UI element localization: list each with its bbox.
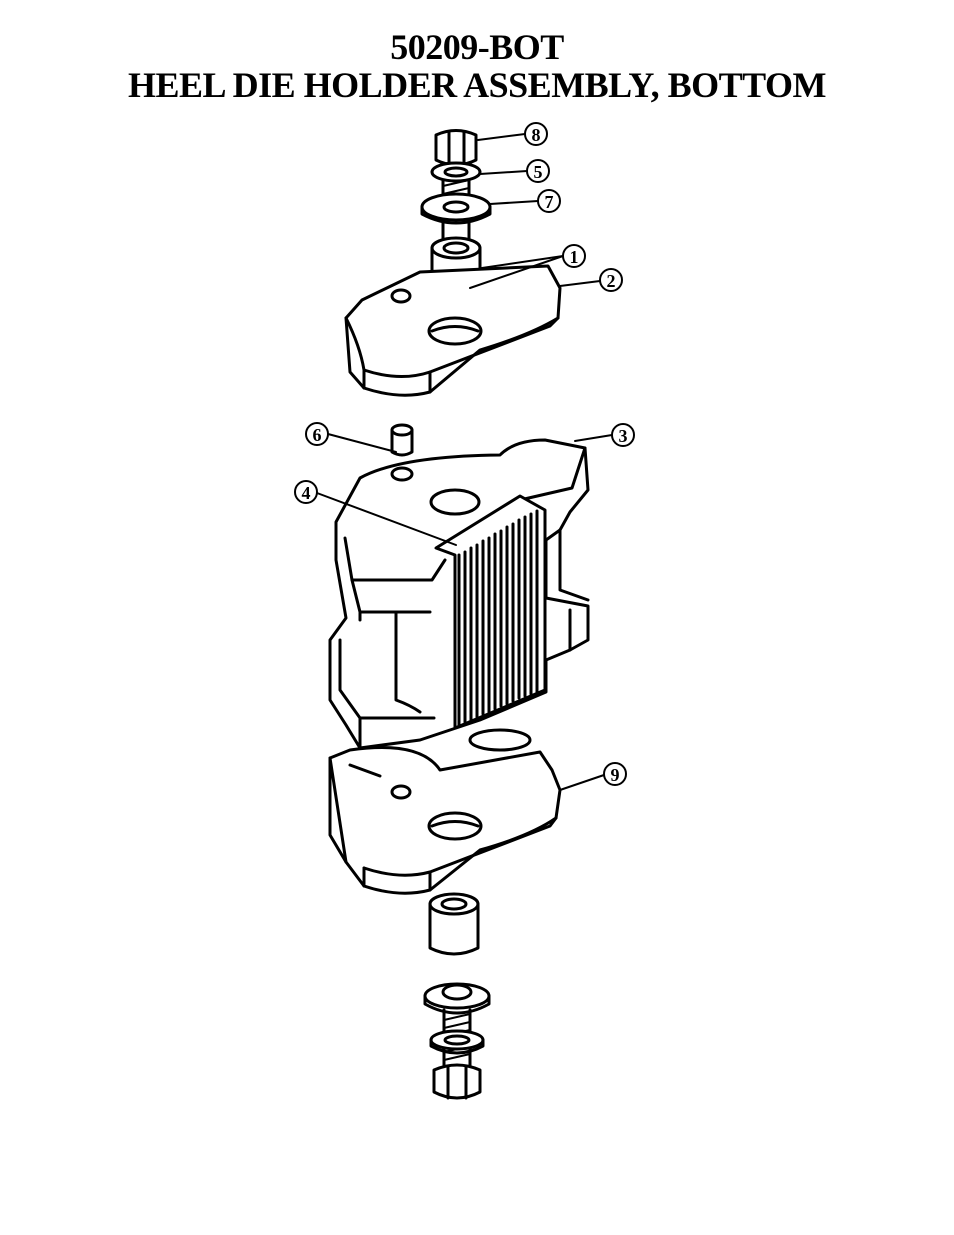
bottom-clamp-plate bbox=[328, 728, 562, 895]
leader-lines bbox=[316, 133, 613, 791]
callout-1-label: 1 bbox=[570, 247, 579, 267]
callout-9-label: 9 bbox=[611, 765, 620, 785]
title-block: 50209-BOT HEEL DIE HOLDER ASSEMBLY, BOTT… bbox=[0, 28, 954, 104]
drawing-title: HEEL DIE HOLDER ASSEMBLY, BOTTOM bbox=[128, 65, 826, 105]
serrated-die-insert bbox=[434, 494, 547, 730]
callout-7-label: 7 bbox=[545, 192, 554, 212]
callout-6-label: 6 bbox=[313, 425, 322, 445]
top-clamp-plate bbox=[344, 264, 562, 397]
callout-8-label: 8 bbox=[532, 125, 541, 145]
balloon-8 bbox=[524, 122, 548, 146]
balloon-2 bbox=[599, 268, 623, 292]
balloon-1 bbox=[562, 244, 586, 268]
callout-3-label: 3 bbox=[619, 426, 628, 446]
callout-2-label: 2 bbox=[607, 271, 616, 291]
top-lock-washer bbox=[430, 161, 482, 183]
balloon-6 bbox=[305, 422, 329, 446]
balloon-5 bbox=[526, 159, 550, 183]
callout-4-label: 4 bbox=[302, 483, 311, 503]
bottom-lock-washer bbox=[429, 1029, 485, 1055]
balloon-3 bbox=[611, 423, 635, 447]
balloon-7 bbox=[537, 189, 561, 213]
part-number: 50209-BOT bbox=[390, 27, 564, 67]
balloon-4 bbox=[294, 480, 318, 504]
balloon-9 bbox=[603, 762, 627, 786]
bottom-spacer-bushing bbox=[428, 892, 480, 956]
bottom-hex-nut bbox=[432, 1063, 482, 1100]
top-flat-washer bbox=[420, 192, 492, 225]
callout-5-label: 5 bbox=[534, 162, 543, 182]
callout-balloons bbox=[294, 122, 635, 786]
